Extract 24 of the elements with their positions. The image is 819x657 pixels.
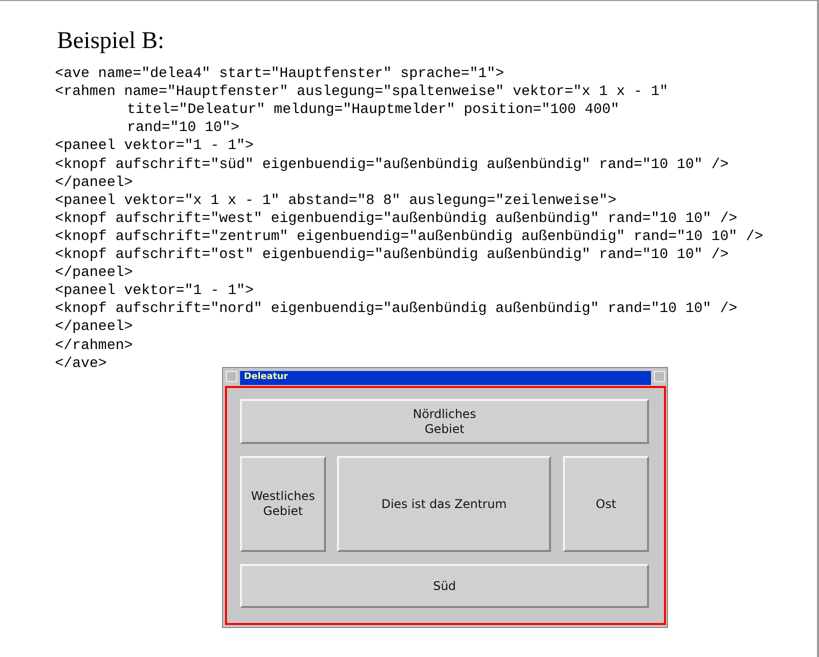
code-line: </paneel> <box>55 264 133 282</box>
code-line: <paneel vektor="1 - 1"> <box>55 137 254 156</box>
code-line: <knopf aufschrift="west" eigenbuendig="außenbündig außenbündig" rand="10 10" /> <box>55 210 738 228</box>
slide-title: Beispiel B: <box>57 28 164 55</box>
code-line: titel="Deleatur" meldung="Hauptmelder" position="100 400" <box>127 101 620 120</box>
code-line: <rahmen name="Hauptfenster" auslegung="spaltenweise" vektor="x 1 x - 1" <box>55 83 668 102</box>
push-button: Dies ist das Zentrum <box>337 456 551 552</box>
code-line: <ave name="delea4" start="Hauptfenster" sprache="1"> <box>55 65 504 83</box>
code-line: <knopf aufschrift="zentrum" eigenbuendig="außenbündig außenbündig" rand="10 10" /> <box>55 228 764 246</box>
push-button: Nördliches Gebiet <box>240 399 649 444</box>
push-button: Westliches Gebiet <box>240 456 326 552</box>
push-button: Ost <box>563 456 649 552</box>
title-bar: Deleatur <box>240 371 651 385</box>
code-line: </paneel> <box>55 318 133 336</box>
code-line: <knopf aufschrift="süd" eigenbuendig="außenbündig außenbündig" rand="10 10" /> <box>55 156 729 174</box>
code-line: </paneel> <box>55 174 133 192</box>
code-line: <paneel vektor="x 1 x - 1" abstand="8 8" auslegung="zeilenweise"> <box>55 192 616 210</box>
code-line: <paneel vektor="1 - 1"> <box>55 282 254 300</box>
code-line: </rahmen> <box>55 336 133 354</box>
code-line: </ave> <box>55 354 107 373</box>
code-line: <knopf aufschrift="ost" eigenbuendig="außenbündig außenbündig" rand="10 10" /> <box>55 246 729 264</box>
push-button: Süd <box>240 564 649 608</box>
code-line: rand="10 10"> <box>127 119 240 138</box>
code-line: <knopf aufschrift="nord" eigenbuendig="außenbündig außenbündig" rand="10 10" /> <box>55 300 738 318</box>
